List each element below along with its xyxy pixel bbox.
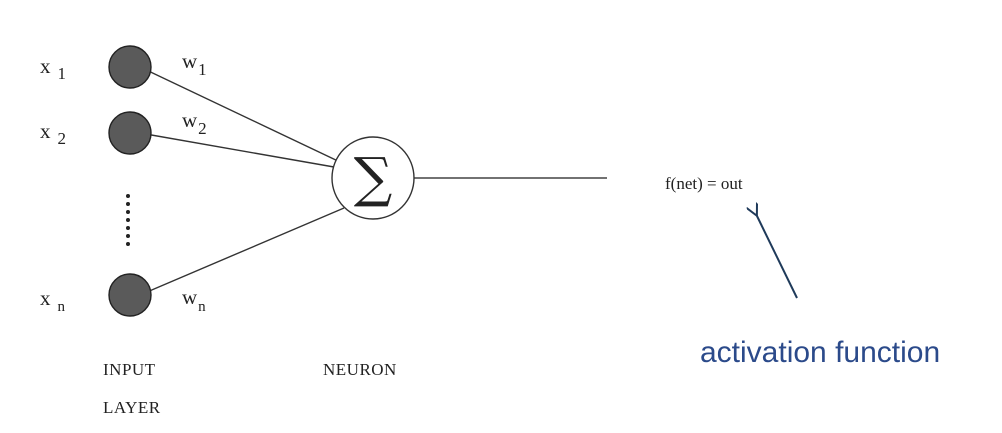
- input-node-1: [108, 45, 152, 89]
- activation-arrow: [756, 214, 798, 299]
- input-layer-label-line2: LAYER: [103, 398, 161, 417]
- weight-connection-n: [139, 207, 345, 296]
- output-formula: f(net) = out: [665, 174, 743, 193]
- input-sub-2: 2: [58, 129, 67, 148]
- weight-connection-1: [139, 66, 341, 163]
- weight-label-n: wn: [182, 285, 206, 315]
- input-sub-1: 1: [58, 64, 67, 83]
- input-var-2: x: [40, 119, 51, 143]
- input-var-n: x: [40, 286, 51, 310]
- neuron-label: NEURON: [323, 360, 397, 379]
- neuron-node: [331, 136, 415, 220]
- weight-label-1: w1: [182, 49, 207, 79]
- activation-function-label: activation function: [700, 336, 940, 369]
- input-sub-n: n: [58, 299, 66, 315]
- summation-icon: ∑: [354, 146, 393, 209]
- weight-connection-2: [139, 132, 335, 168]
- input-layer-label-line1: INPUT: [103, 360, 156, 379]
- weight-label-2: w2: [182, 108, 207, 138]
- ellipsis-dots: [126, 194, 130, 246]
- input-node-n: [108, 273, 152, 317]
- input-node-2: [108, 111, 152, 155]
- input-var-1: x: [40, 54, 51, 78]
